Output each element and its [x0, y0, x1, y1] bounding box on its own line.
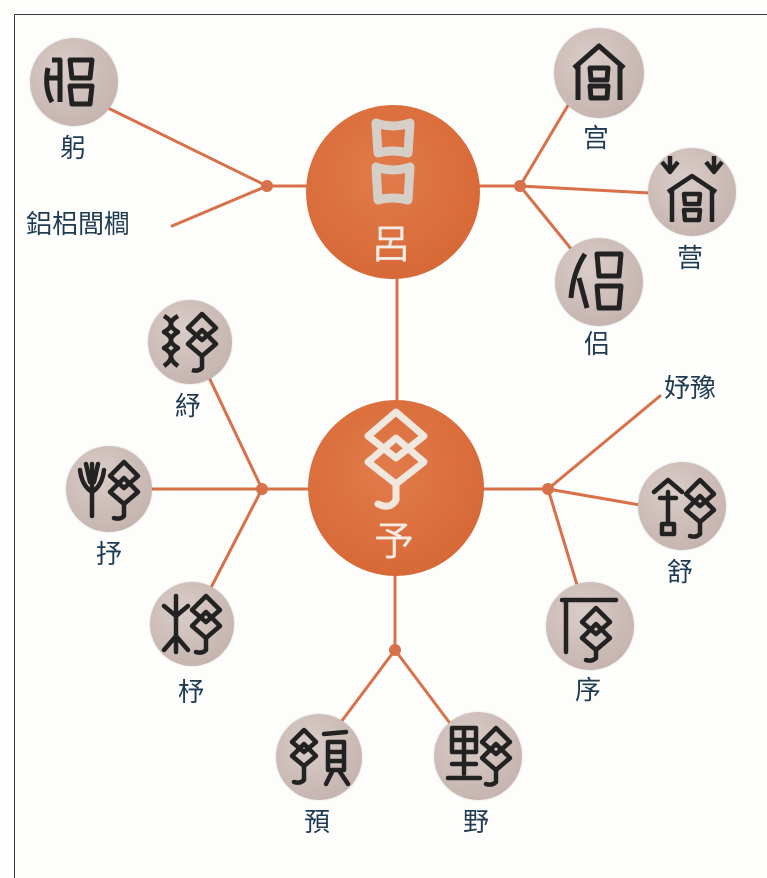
zhu2-label: 杼: [178, 678, 205, 708]
lv-label: 侣: [584, 330, 611, 360]
node-zhu: [148, 300, 232, 384]
ying-ancient-glyph: [660, 156, 724, 223]
lu-related-chars: 鋁梠閭櫚: [26, 210, 131, 240]
zhu2-ancient-glyph: [161, 593, 223, 655]
xu-ancient-glyph: [559, 597, 619, 663]
frame-border-top: [14, 14, 767, 15]
zhu-label: 紓: [175, 392, 202, 422]
node-zhu2: [150, 582, 234, 666]
node-ying: [648, 148, 736, 236]
ying-label: 营: [677, 244, 704, 274]
node-ye: [434, 712, 522, 800]
gong2-ancient-glyph: [44, 57, 95, 107]
lu-char: 呂: [371, 222, 411, 268]
hub-yu: 予: [308, 400, 484, 576]
lu-ancient-glyph: [371, 118, 415, 205]
yu-ancient-glyph: [364, 408, 428, 510]
gong-ancient-glyph: [572, 43, 626, 101]
node-shu: [66, 446, 152, 532]
shu2-ancient-glyph: [651, 477, 717, 539]
yu2-label: 預: [304, 808, 331, 838]
node-yu2: [276, 714, 362, 800]
gong2-label: 躬: [60, 134, 87, 164]
node-shu2: [638, 462, 726, 550]
gong-label: 宫: [583, 124, 610, 154]
node-gong: [554, 28, 644, 118]
shu-label: 抒: [96, 540, 123, 570]
xu-label: 序: [575, 676, 602, 706]
ye-label: 野: [463, 808, 490, 838]
yu-related-chars: 妤豫: [664, 374, 717, 404]
yu-char: 予: [374, 519, 414, 565]
yu2-ancient-glyph: [289, 727, 351, 787]
shu2-label: 舒: [667, 558, 694, 588]
node-lv: [555, 238, 643, 326]
ye-ancient-glyph: [445, 725, 513, 787]
lv-ancient-glyph: [568, 251, 624, 311]
shu-ancient-glyph: [77, 459, 141, 521]
node-xu: [546, 582, 634, 670]
zhu-ancient-glyph: [161, 311, 219, 373]
hub-lu: 呂: [306, 105, 480, 279]
node-gong2: [30, 38, 118, 126]
frame-border-left: [14, 14, 15, 878]
